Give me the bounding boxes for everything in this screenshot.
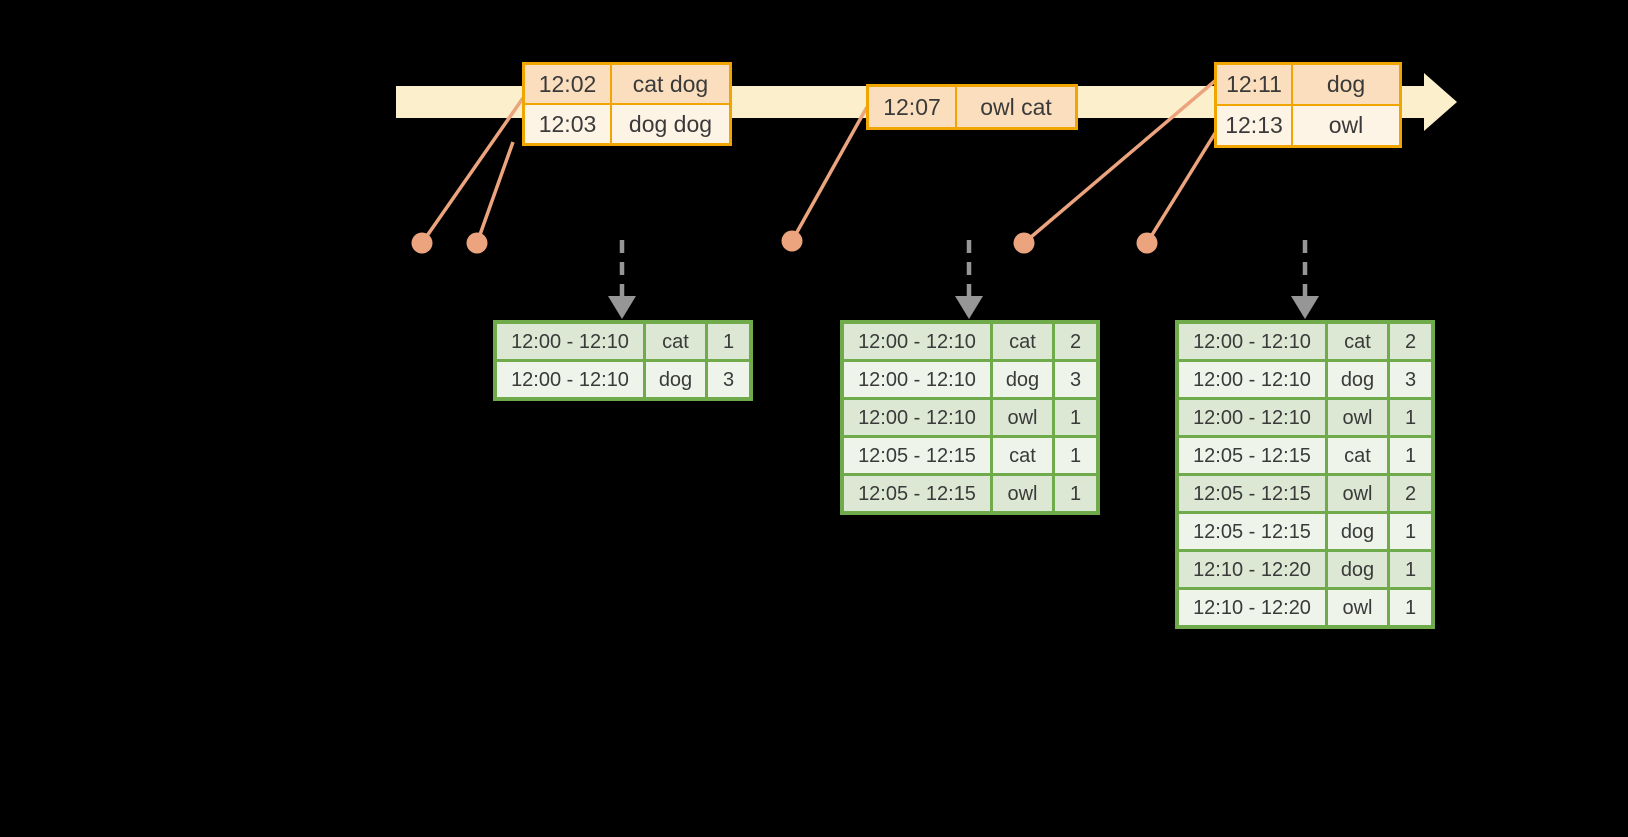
result-word-cell: dog <box>1328 514 1387 549</box>
result-count-cell: 2 <box>1390 324 1431 359</box>
result-count-cell: 1 <box>1390 514 1431 549</box>
result-count-cell: 1 <box>1055 476 1096 511</box>
result-count-cell: 2 <box>1390 476 1431 511</box>
result-window-cell: 12:00 - 12:10 <box>1179 324 1325 359</box>
result-word-cell: dog <box>646 362 705 397</box>
result-count-cell: 1 <box>708 324 749 359</box>
result-count-cell: 1 <box>1055 400 1096 435</box>
result-window-cell: 12:05 - 12:15 <box>1179 438 1325 473</box>
result-word-cell: cat <box>993 324 1052 359</box>
result-word-cell: dog <box>1328 552 1387 587</box>
result-window-cell: 12:05 - 12:15 <box>844 438 990 473</box>
event-words-cell: owl <box>1293 106 1399 145</box>
trigger-arrowhead-1 <box>608 296 636 319</box>
event-time-cell: 12:13 <box>1217 106 1291 145</box>
event-dot-1 <box>411 232 433 254</box>
event-connector-line-2 <box>475 141 515 244</box>
event-connector-line-1 <box>420 96 525 245</box>
result-window-cell: 12:05 - 12:15 <box>844 476 990 511</box>
result-window-cell: 12:00 - 12:10 <box>1179 362 1325 397</box>
result-count-cell: 1 <box>1390 438 1431 473</box>
result-count-cell: 1 <box>1390 400 1431 435</box>
event-dot-2 <box>466 232 488 254</box>
event-dot-5 <box>1136 232 1158 254</box>
event-words-cell: cat dog <box>612 65 729 103</box>
result-word-cell: cat <box>646 324 705 359</box>
result-word-cell: owl <box>1328 476 1387 511</box>
event-connector-line-5 <box>1145 129 1219 244</box>
event-time-cell: 12:03 <box>525 105 610 143</box>
result-count-cell: 3 <box>1390 362 1431 397</box>
result-word-cell: owl <box>1328 400 1387 435</box>
result-window-cell: 12:05 - 12:15 <box>1179 514 1325 549</box>
result-count-cell: 1 <box>1055 438 1096 473</box>
event-words-cell: dog dog <box>612 105 729 143</box>
timeline-arrowhead <box>1424 73 1457 131</box>
event-time-cell: 12:11 <box>1217 65 1291 104</box>
result-word-cell: owl <box>993 400 1052 435</box>
result-count-cell: 2 <box>1055 324 1096 359</box>
trigger-arrowhead-2 <box>955 296 983 319</box>
event-connector-line-3 <box>790 106 869 242</box>
event-dot-3 <box>781 230 803 252</box>
event-words-cell: dog <box>1293 65 1399 104</box>
result-window-cell: 12:00 - 12:10 <box>844 362 990 397</box>
event-dot-4 <box>1013 232 1035 254</box>
result-window-cell: 12:10 - 12:20 <box>1179 590 1325 625</box>
trigger-arrowhead-3 <box>1291 296 1319 319</box>
result-window-cell: 12:10 - 12:20 <box>1179 552 1325 587</box>
result-word-cell: cat <box>993 438 1052 473</box>
result-window-cell: 12:00 - 12:10 <box>844 400 990 435</box>
result-count-cell: 1 <box>1390 552 1431 587</box>
result-window-cell: 12:00 - 12:10 <box>844 324 990 359</box>
event-time-cell: 12:07 <box>869 87 955 127</box>
result-count-cell: 3 <box>708 362 749 397</box>
result-window-cell: 12:00 - 12:10 <box>1179 400 1325 435</box>
result-word-cell: dog <box>1328 362 1387 397</box>
result-word-cell: cat <box>1328 324 1387 359</box>
result-word-cell: cat <box>1328 438 1387 473</box>
result-window-cell: 12:00 - 12:10 <box>497 324 643 359</box>
result-word-cell: owl <box>993 476 1052 511</box>
event-words-cell: owl cat <box>957 87 1075 127</box>
result-window-cell: 12:05 - 12:15 <box>1179 476 1325 511</box>
result-word-cell: dog <box>993 362 1052 397</box>
event-connector-line-4 <box>1022 78 1218 245</box>
result-word-cell: owl <box>1328 590 1387 625</box>
event-time-cell: 12:02 <box>525 65 610 103</box>
result-count-cell: 1 <box>1390 590 1431 625</box>
result-window-cell: 12:00 - 12:10 <box>497 362 643 397</box>
result-count-cell: 3 <box>1055 362 1096 397</box>
